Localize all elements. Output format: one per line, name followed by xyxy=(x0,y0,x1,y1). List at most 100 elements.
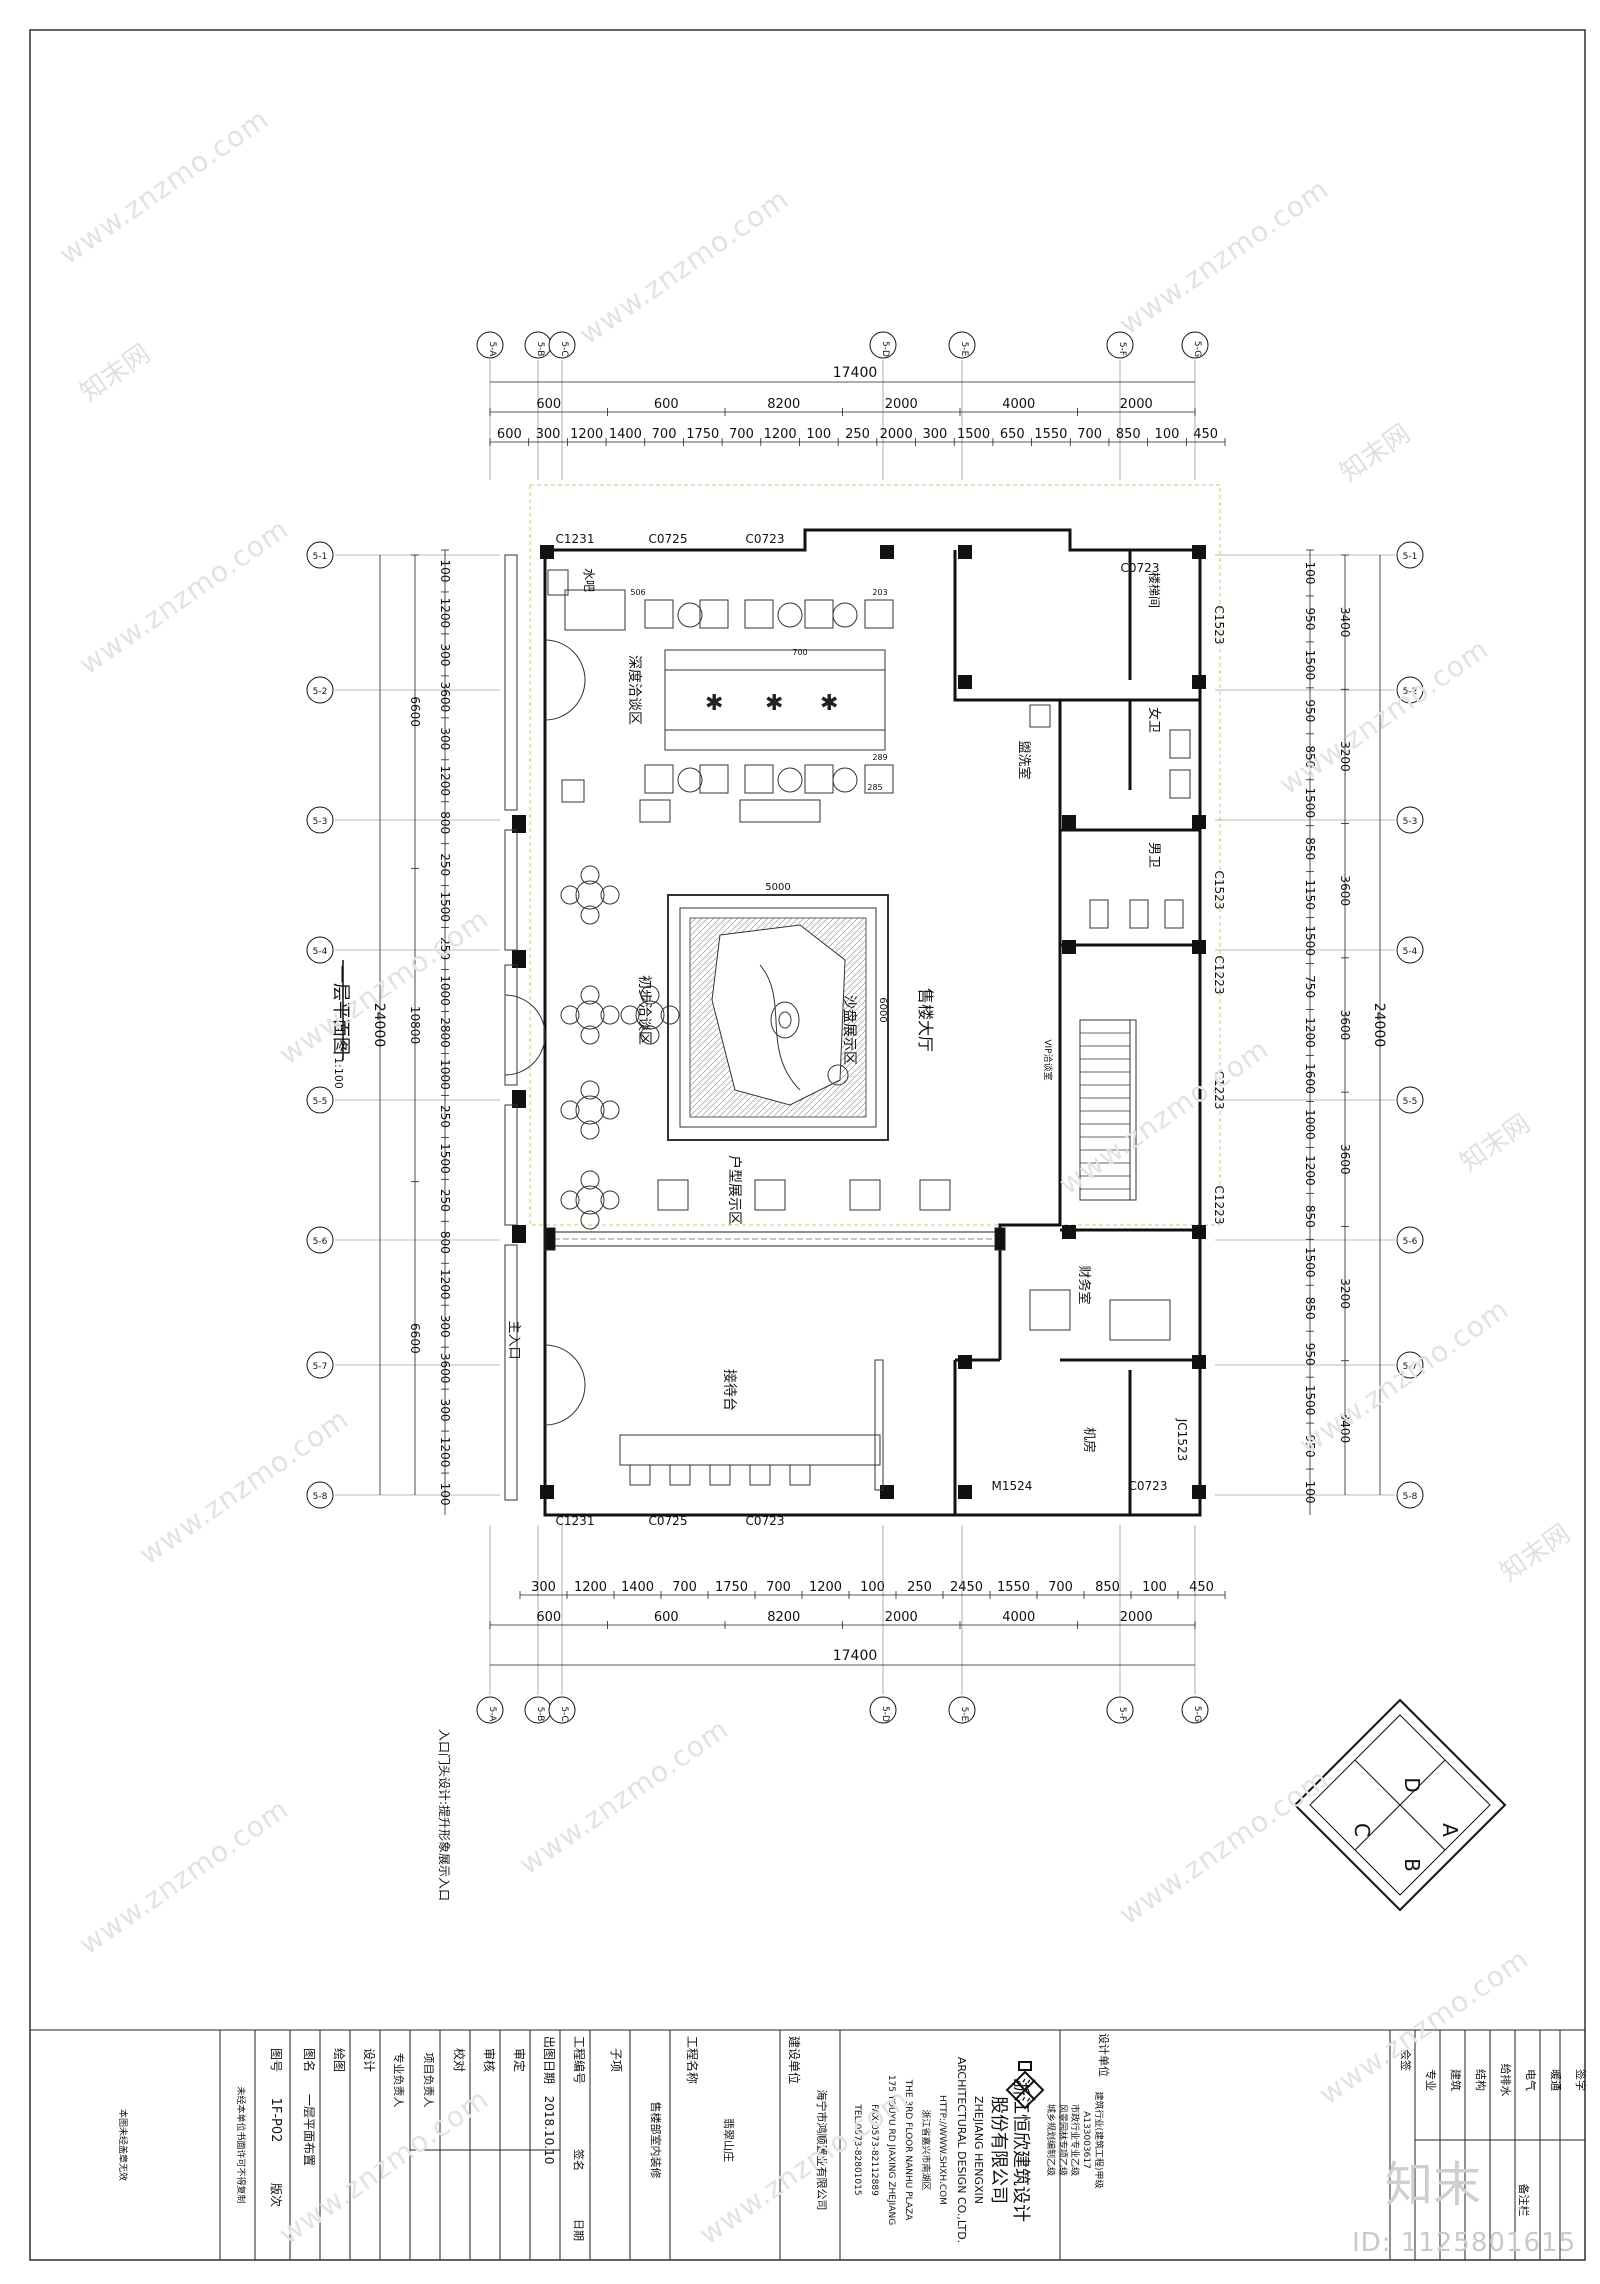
discipline-label: 结构 xyxy=(1474,2069,1488,2091)
axis-label: 5-8 xyxy=(1403,1492,1418,1502)
title-block-cert2: 市政行业专业乙级 xyxy=(1069,2104,1081,2176)
title-block-address-en: THE 3RD FLOOR NANHU PLAZA xyxy=(903,2079,913,2222)
bottom-dimension-label: 1200 xyxy=(574,1580,607,1595)
title-block-section-draw: 绘图 xyxy=(332,2048,347,2072)
walls xyxy=(543,528,1202,1517)
title-block-section-sign: 签名 xyxy=(572,2149,586,2171)
title-block-section-design: 设计 xyxy=(362,2048,376,2072)
window-label: JC1523 xyxy=(1175,1418,1189,1461)
svg-text:✱: ✱ xyxy=(765,691,783,716)
top-dimension-label: 300 xyxy=(922,427,947,442)
axis-label: 5-F xyxy=(1117,342,1127,356)
entrance-note: 入口门头设计:提升形象展示入口 xyxy=(437,1729,452,1901)
top-dimension-label: 850 xyxy=(1116,427,1141,442)
axis-bubble xyxy=(1396,676,1424,704)
axis-label: 5-E xyxy=(959,342,969,357)
room-label-sandbox-dim-w: 5000 xyxy=(765,882,790,893)
right-dimension-label: 100 xyxy=(1303,562,1317,585)
left-dimension-label: 10800 xyxy=(408,1006,422,1044)
title-block-section-design-unit: 设计单位 xyxy=(1097,2033,1111,2077)
left-dimension-label: 300 xyxy=(438,1315,452,1338)
right-dimension-label: 750 xyxy=(1303,975,1317,998)
right-dimension-label: 3200 xyxy=(1338,1278,1352,1309)
left-dimension-label: 1200 xyxy=(438,765,452,796)
title-block-remark: 备注栏 xyxy=(1517,2184,1531,2217)
reception-desk xyxy=(619,1359,884,1491)
glass-partition xyxy=(544,1227,1006,1251)
window-label: C1231 xyxy=(556,1514,595,1528)
axis-label: 5-G xyxy=(1192,1706,1202,1722)
right-dimension-label: 3600 xyxy=(1338,1144,1352,1175)
room-label-unit-display: 户型展示区 xyxy=(726,1155,743,1225)
room-label-stair-room: 楼梯间 xyxy=(1147,572,1162,608)
title-block-tel: TEL:0573-82801015 xyxy=(852,2103,862,2195)
top-dimension-label: 450 xyxy=(1193,427,1218,442)
top-dimension-label: 100 xyxy=(1155,427,1180,442)
title-block-project-name: 翡翠山庄 xyxy=(722,2118,736,2162)
room-label-water-bar: 水吧 xyxy=(582,568,596,592)
axis-bubble xyxy=(1106,1696,1134,1724)
axis-bubble xyxy=(306,1351,334,1379)
unit-display-boxes xyxy=(657,1179,951,1211)
axis-label: 5-C xyxy=(559,341,569,356)
brand-logo: 知末 xyxy=(1385,2157,1482,2213)
top-dimension-label: 700 xyxy=(729,427,754,442)
axis-label: 5-3 xyxy=(1403,817,1418,827)
axis-label: 5-6 xyxy=(313,1237,328,1247)
top-dimension-label: 600 xyxy=(536,397,561,412)
title-block-note-left2: 未经本单位书面许可不得复制 xyxy=(235,2086,247,2203)
right-dimension-label: 950 xyxy=(1303,1435,1317,1458)
small-dimension: 285 xyxy=(867,783,882,792)
title-block-section-review: 审核 xyxy=(482,2048,497,2072)
window-label: C0723 xyxy=(1129,1479,1168,1493)
axis-bubble xyxy=(548,1696,576,1724)
left-dimension-label: 300 xyxy=(438,727,452,750)
columns xyxy=(512,545,1206,1499)
right-dimension-label: 950 xyxy=(1303,607,1317,630)
title-block-note-left: 本图未经盖章无效 xyxy=(117,2109,129,2181)
axis-label: 5-4 xyxy=(1403,947,1418,957)
bottom-dimension-label: 250 xyxy=(907,1580,932,1595)
axis-bubbles: 5-A5-A5-B5-B5-C5-C5-D5-D5-E5-E5-F5-F5-G5… xyxy=(306,331,1424,1724)
left-dimension-label: 800 xyxy=(438,811,452,834)
svg-text:✱: ✱ xyxy=(705,691,723,716)
axis-label: 5-B xyxy=(535,342,545,357)
total-dimension-left: 24000 xyxy=(371,1003,387,1048)
small-dimension: 203 xyxy=(872,588,887,597)
window-label: C1223 xyxy=(1212,956,1226,995)
title-block-section-date: 出图日期 xyxy=(542,2036,556,2084)
right-dimension-label: 100 xyxy=(1303,1481,1317,1504)
top-dimension-label: 600 xyxy=(654,397,679,412)
left-dimension-label: 6600 xyxy=(408,696,422,727)
discipline-label: 签字 xyxy=(1574,2069,1588,2091)
title-block-section-project: 工程名称 xyxy=(685,2036,700,2084)
left-dimension-label: 800 xyxy=(438,1231,452,1254)
top-dimension-label: 2000 xyxy=(1120,397,1153,412)
axis-bubble xyxy=(306,1226,334,1254)
axis-label: 5-2 xyxy=(313,687,328,697)
right-dimension-label: 850 xyxy=(1303,745,1317,768)
room-label-male-wc: 男卫 xyxy=(1146,842,1161,868)
top-dimension-label: 600 xyxy=(497,427,522,442)
deep-negotiation-furniture xyxy=(547,569,894,823)
bottom-dimension-label: 8200 xyxy=(767,1610,800,1625)
dimension-lines xyxy=(335,360,1395,1695)
right-dimension-label: 1000 xyxy=(1303,1109,1317,1140)
axis-label: 5-5 xyxy=(313,1097,328,1107)
left-dimension-label: 1500 xyxy=(438,891,452,922)
plan-scale: 1:100 xyxy=(332,1057,345,1089)
plan-title: 一层平面图 xyxy=(330,965,351,1055)
discipline-label: 电气 xyxy=(1524,2069,1538,2091)
room-label-sandbox-dim-h: 6000 xyxy=(877,997,888,1022)
title-block-section-check: 审定 xyxy=(512,2048,527,2072)
right-dimension-label: 3200 xyxy=(1338,741,1352,772)
top-dimension-label: 650 xyxy=(1000,427,1025,442)
title-block-address-en2: 175 YOUYU RD JIAXING ZHEJIANG xyxy=(886,2075,896,2225)
room-label-machine-room: 机房 xyxy=(1081,1427,1097,1453)
right-dimension-label: 850 xyxy=(1303,837,1317,860)
window-label: C1223 xyxy=(1212,1186,1226,1225)
title-block-section-lead: 项目负责人 xyxy=(422,2053,436,2108)
room-label-female-wc: 女卫 xyxy=(1146,707,1162,733)
window-label: C1231 xyxy=(556,532,595,546)
axis-bubble xyxy=(306,1481,334,1509)
